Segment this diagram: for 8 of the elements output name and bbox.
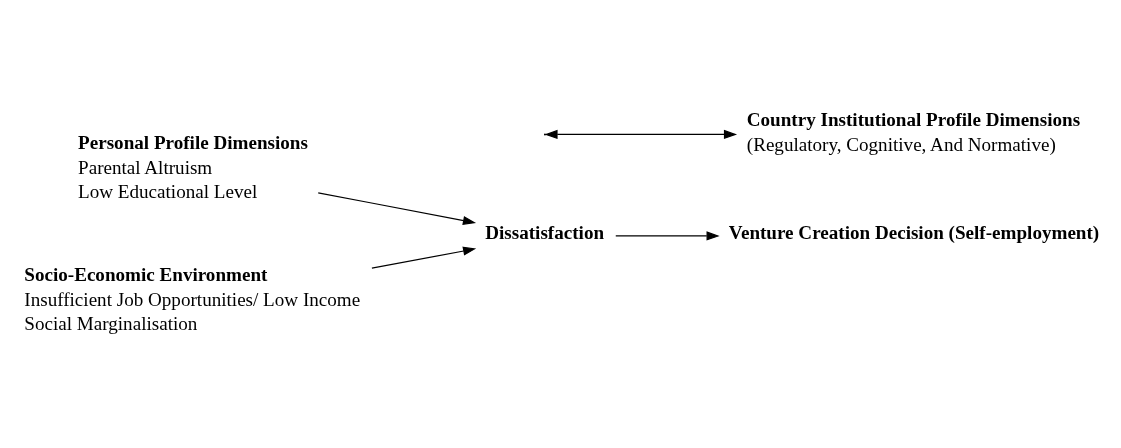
node-text: Socio-Economic Environment Insufficient Job Opportunities/ Low Income Social Marginalisation bbox=[24, 264, 361, 335]
node-text: Venture Creation Decision (Self-employment) bbox=[728, 222, 1100, 244]
arrow bbox=[317, 192, 477, 226]
arrow bbox=[615, 231, 720, 241]
node-text: Dissatisfaction bbox=[485, 222, 605, 244]
node-text: Country Institutional Profile Dimensions (Regulatory, Cognitive, And Normative) bbox=[746, 108, 1081, 155]
node-text: Personal Profile Dimensions Parental Altruism Low Educational Level bbox=[78, 131, 308, 202]
arrow bbox=[371, 246, 477, 269]
